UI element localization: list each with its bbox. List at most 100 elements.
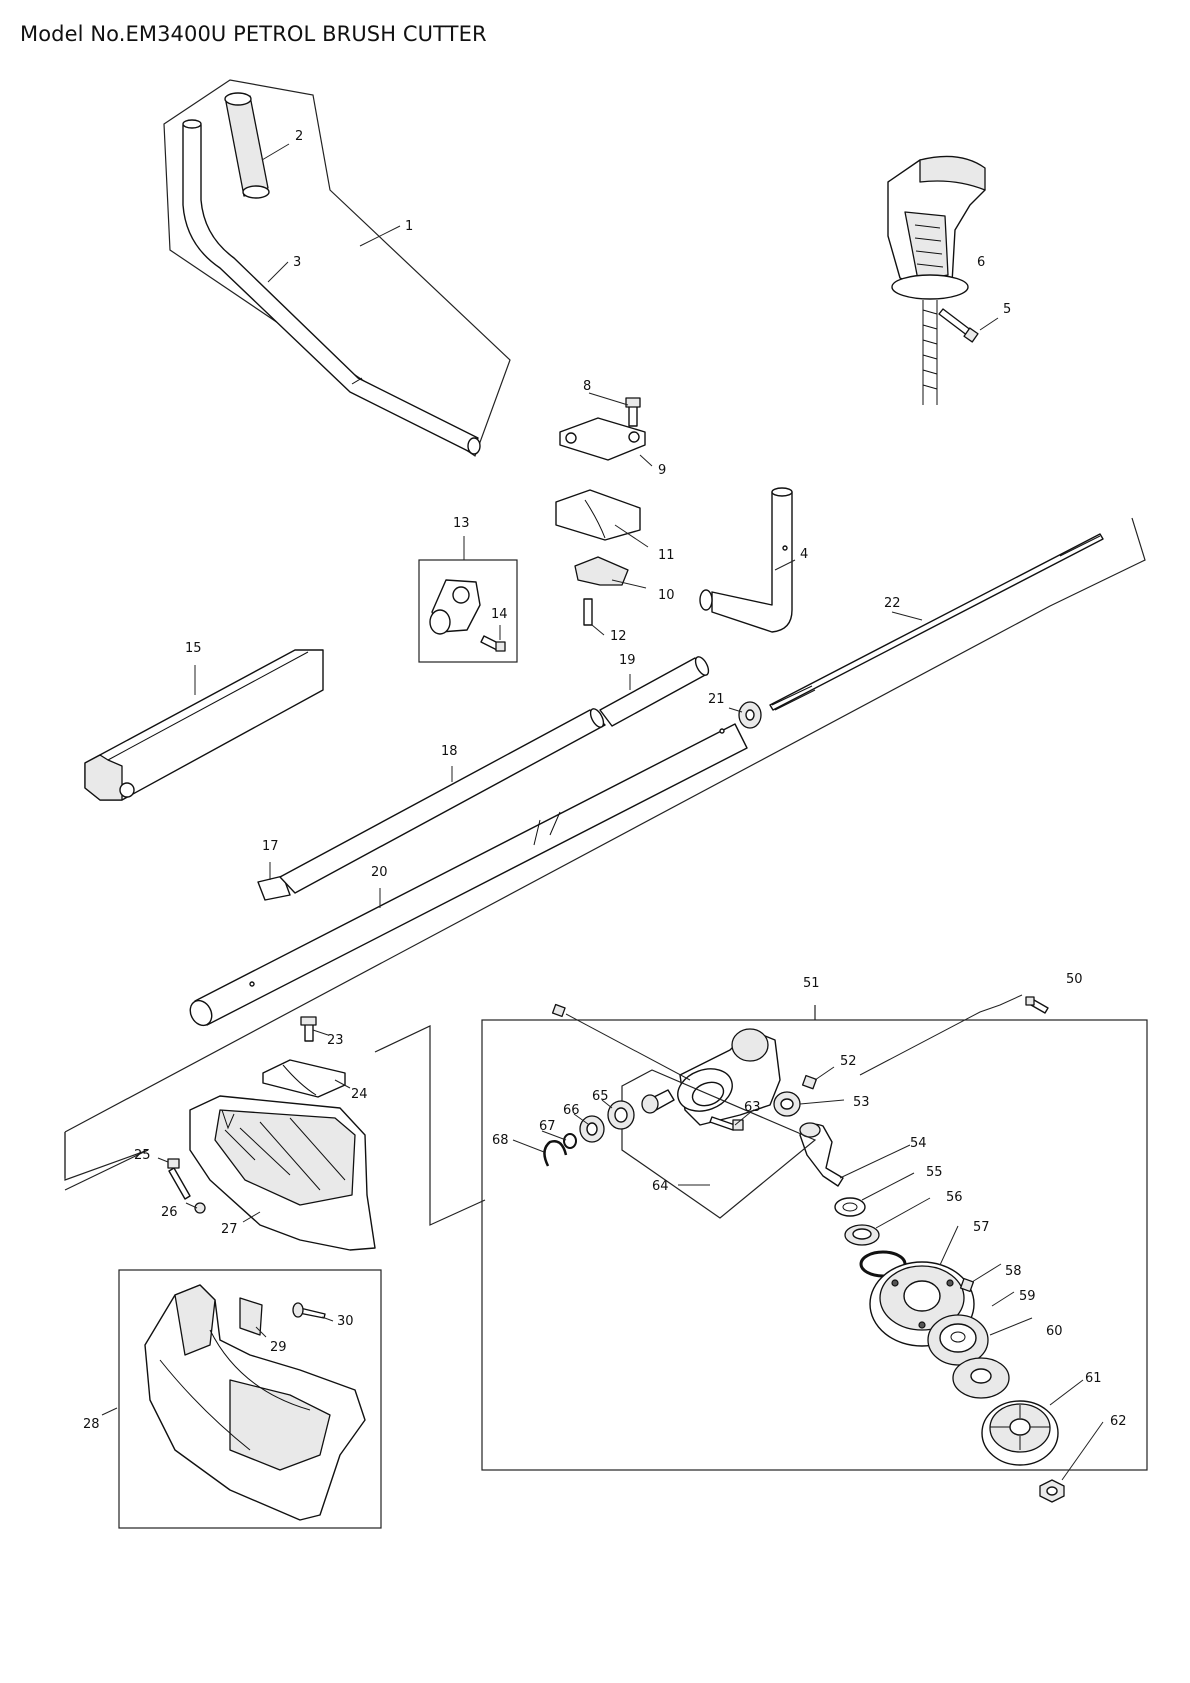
shaft-cover [84,649,324,801]
part-label-23: 23 [327,1033,344,1048]
part-label-13: 13 [453,516,470,531]
part-label-19: 19 [619,653,636,668]
part-label-52: 52 [840,1054,857,1069]
screw-59 [959,1277,975,1293]
page-title: Model No.EM3400U PETROL BRUSH CUTTER [20,22,487,46]
part-label-56: 56 [946,1190,963,1205]
part-label-27: 27 [221,1222,238,1237]
part-label-61: 61 [1085,1371,1102,1386]
gear-subassembly-64-outline [621,1069,817,1219]
hanger-bolt [480,635,506,652]
part-label-53: 53 [853,1095,870,1110]
washer-55 [834,1197,866,1217]
part-label-18: 18 [441,744,458,759]
throttle-screw [938,308,979,343]
guard-section-outline [64,1025,486,1226]
part-label-9: 9 [658,463,666,478]
part-label-65: 65 [592,1089,609,1104]
part-label-63: 63 [744,1100,761,1115]
circlip-68 [543,1140,568,1167]
gear-case [677,1028,781,1126]
part-label-8: 8 [583,379,591,394]
part-label-22: 22 [884,596,901,611]
part-label-58: 58 [1005,1264,1022,1279]
part-label-64: 64 [652,1179,669,1194]
part-label-59: 59 [1019,1289,1036,1304]
part-label-54: 54 [910,1136,927,1151]
part-label-29: 29 [270,1340,287,1355]
blade-holder-62 [981,1400,1059,1466]
hanger-bracket [429,579,481,635]
guard-bolt-25 [167,1158,191,1200]
part-label-57: 57 [973,1220,990,1235]
part-label-25: 25 [134,1148,151,1163]
pinion-gear-65 [641,1089,675,1114]
part-label-50: 50 [1066,972,1083,987]
clamp-half [574,556,629,586]
part-label-55: 55 [926,1165,943,1180]
part-label-30: 30 [337,1314,354,1329]
nut-63 [1039,1479,1065,1503]
blade-guard-27 [189,1095,376,1251]
shaft-boot-17 [257,875,291,901]
part-label-15: 15 [185,641,202,656]
part-label-28: 28 [83,1417,100,1432]
guard-nut-26 [194,1202,206,1214]
clamp-13-frame [418,559,518,663]
guard-extension-28 [144,1284,366,1521]
seal-56 [844,1224,880,1246]
leader-lines [101,143,1104,1481]
guard-bolt-23 [300,1016,317,1042]
part-label-26: 26 [161,1205,178,1220]
part-label-67: 67 [539,1119,556,1134]
part-label-17: 17 [262,839,279,854]
throttle-grip [887,155,986,405]
part-label-11: 11 [658,548,675,563]
handle-group-outline [163,79,511,457]
part-label-10: 10 [658,588,675,603]
drive-shaft-22 [769,533,1104,711]
ring-67 [563,1133,577,1149]
shaft-pipe-20 [189,723,748,1027]
bearing-53 [773,1091,801,1117]
part-label-3: 3 [293,255,301,270]
part-label-14: 14 [491,607,508,622]
part-label-66: 66 [563,1103,580,1118]
part-label-4: 4 [800,547,808,562]
extension-screw-30 [292,1302,326,1319]
part-label-21: 21 [708,692,725,707]
side-handle [699,487,793,633]
part-label-24: 24 [351,1087,368,1102]
part-label-2: 2 [295,129,303,144]
part-label-12: 12 [610,629,627,644]
handle-grip [224,92,270,199]
part-label-62: 62 [1110,1414,1127,1429]
loop-handle-bar [182,119,481,455]
shaft-bushing-21 [738,701,762,729]
gear-assembly-bolt-50 [859,994,1049,1076]
part-number-labels: 1 2 3 4 5 6 8 9 10 11 12 13 14 15 17 18 … [83,129,1127,1432]
part-label-1: 1 [405,219,413,234]
clamp-upper [559,417,646,461]
gear-case-screw [551,1003,691,1081]
gear-bolt-52 [801,1074,817,1090]
gear-assembly-frame [481,1005,1148,1471]
part-label-51: 51 [803,976,820,991]
clamp-bolt-upper [625,397,641,427]
gear-bolt-63-group [709,1116,744,1131]
bearing-65 [607,1100,635,1130]
shaft-assembly-outline [64,517,1146,1181]
clamp-bolt-lower [583,598,593,626]
guard-extension-frame [118,1269,382,1529]
part-label-5: 5 [1003,302,1011,317]
gear-shaft-54 [799,1122,844,1187]
shaft-sleeve-18 [279,708,606,894]
part-label-20: 20 [371,865,388,880]
outer-washer-61 [952,1357,1010,1399]
shaft-sleeve-19 [599,656,710,727]
bearing-66 [579,1115,605,1143]
guard-clamp-24 [262,1059,346,1098]
part-label-60: 60 [1046,1324,1063,1339]
receiver-washer-60 [927,1314,989,1366]
